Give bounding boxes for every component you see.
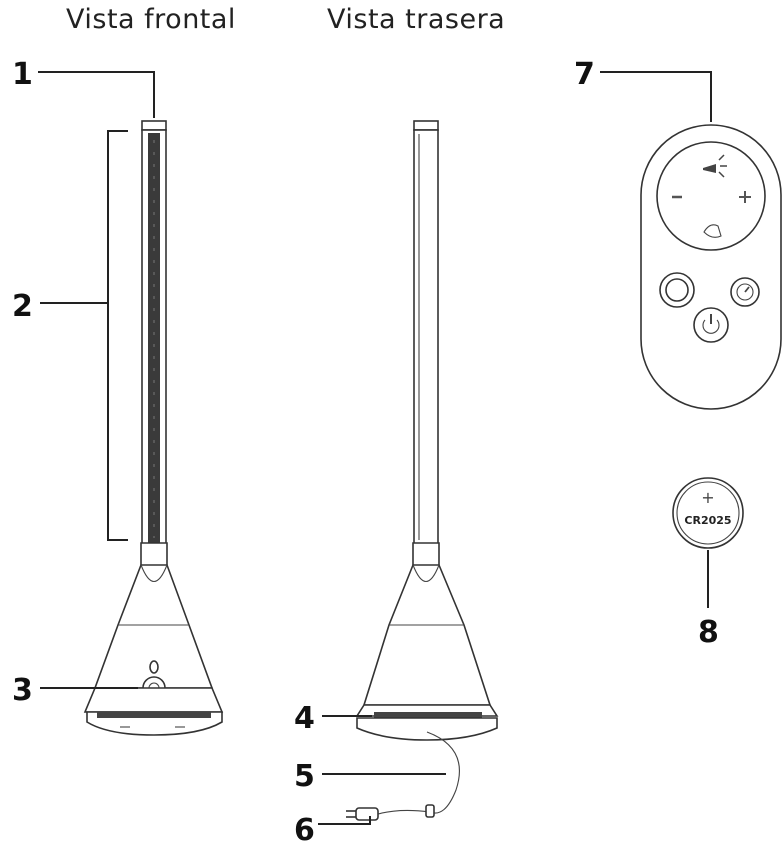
back-column [413, 129, 439, 546]
fan-speed-icon [703, 154, 727, 178]
callout-1: 1 [12, 57, 33, 92]
battery-cr2025: + CR2025 [672, 477, 744, 549]
back-view-fan [346, 120, 499, 821]
power-icon [702, 314, 720, 334]
callout-7: 7 [574, 57, 595, 92]
callout-3: 3 [12, 673, 33, 708]
remote-control [640, 124, 782, 410]
callout-5: 5 [294, 759, 315, 794]
light-icon [703, 224, 722, 238]
round-button-icon [665, 278, 689, 302]
power-button [693, 307, 729, 343]
callout-8: 8 [698, 615, 719, 650]
remote-dial [656, 141, 766, 251]
plus-icon [739, 191, 751, 203]
air-outlet-slot [148, 133, 160, 543]
leader-lines [38, 71, 712, 825]
bracket-2 [107, 130, 128, 541]
back-view-title: Vista trasera [327, 4, 506, 35]
callout-4: 4 [294, 701, 315, 736]
back-base-cone [362, 564, 492, 706]
battery-plus-sign: + [701, 488, 714, 507]
timer-icon [736, 283, 754, 301]
back-vent [374, 712, 482, 718]
front-top-cap [141, 120, 167, 131]
battery-label: CR2025 [684, 514, 731, 527]
callout-2: 2 [12, 289, 33, 324]
front-view-fan [83, 120, 224, 736]
power-cable [377, 731, 460, 815]
callout-6: 6 [294, 813, 315, 848]
back-base-plate [356, 717, 498, 741]
power-plug [355, 807, 379, 821]
front-view-title: Vista frontal [66, 4, 236, 35]
